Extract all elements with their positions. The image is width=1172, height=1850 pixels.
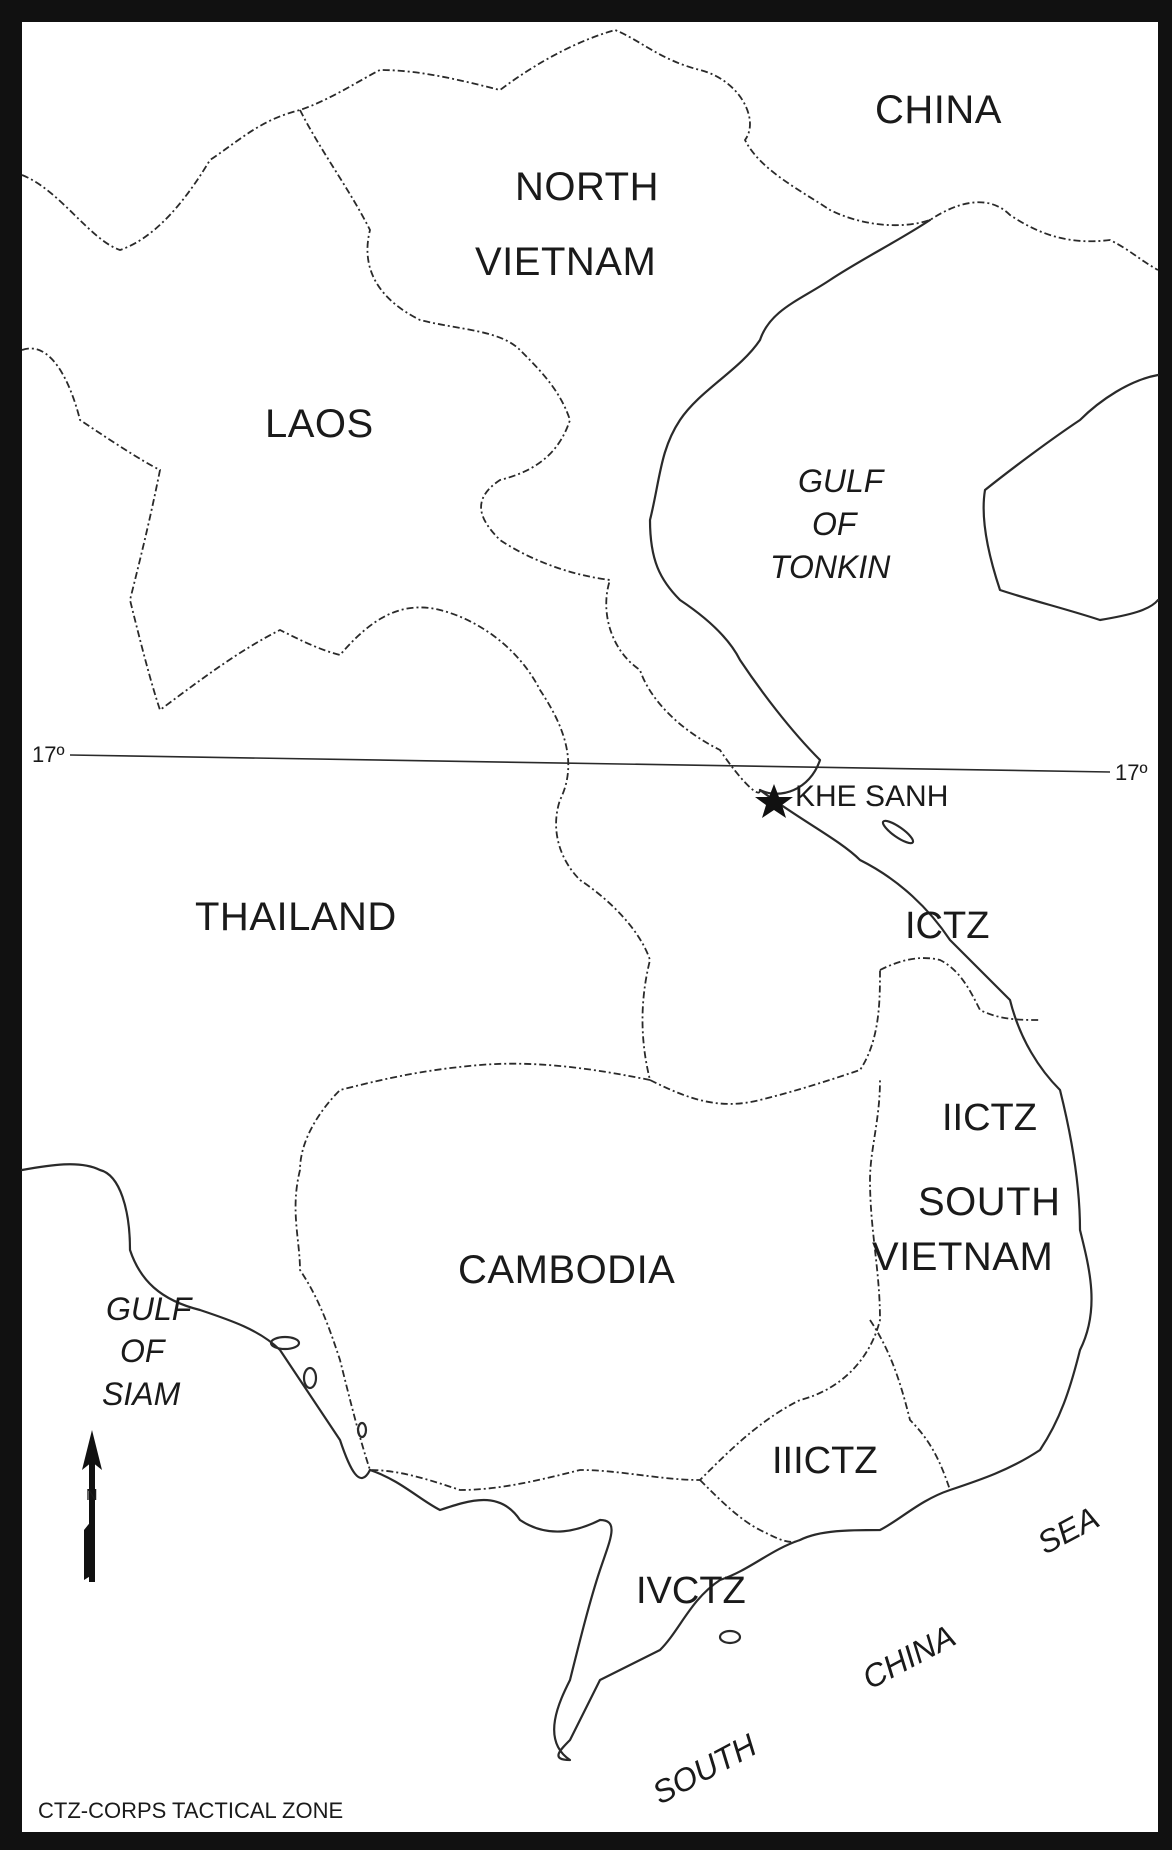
zone-divider-i-ii [879, 957, 1041, 1021]
south-vietnam-label-2: VIETNAM [872, 1235, 1053, 1279]
china-label: CHINA [875, 88, 1002, 132]
north-vietnam-label-1: NORTH [515, 165, 659, 209]
laos-cambodia-border [649, 969, 881, 1105]
zone-divider-ii-iii [869, 1319, 951, 1491]
thailand-label: THAILAND [195, 895, 397, 939]
hainan-island [982, 373, 1160, 622]
island-4 [881, 819, 915, 845]
gulf-of-siam-label-2: OF [120, 1333, 167, 1369]
gulf-of-tonkin-label-3: TONKIN [770, 549, 891, 585]
island-3 [356, 1421, 368, 1439]
gulf-of-tonkin-label-1: GULF [798, 463, 886, 499]
gulf-of-siam-label-1: GULF [106, 1291, 194, 1327]
island-5 [718, 1629, 742, 1645]
parallel-label-left: 17º [32, 742, 65, 767]
thailand-coast [20, 1163, 372, 1479]
north-vietnam-label-2: VIETNAM [475, 240, 656, 284]
north-arrow-icon [82, 1430, 102, 1582]
legend-ctz: CTZ-CORPS TACTICAL ZONE [38, 1798, 343, 1823]
island-1 [269, 1335, 301, 1351]
laos-label: LAOS [265, 402, 374, 446]
boundaries [20, 29, 1160, 1762]
north-arrow-label: N [86, 1487, 98, 1504]
south-vietnam-coast [553, 788, 1093, 1762]
china-border [21, 29, 1159, 271]
seventeenth-parallel-line [69, 754, 1111, 773]
cambodia-label: CAMBODIA [458, 1248, 675, 1292]
cambodia-coast [368, 1468, 602, 1533]
zone-ivctz-label: IVCTZ [636, 1570, 746, 1612]
south-vietnam-label-1: SOUTH [918, 1180, 1061, 1224]
zone-divider-iii-iv [699, 1479, 801, 1543]
island-2 [302, 1366, 318, 1390]
map-canvas [22, 22, 1158, 1832]
zone-ictz-label: ICTZ [905, 905, 989, 947]
parallel-label-right: 17º [1115, 760, 1148, 785]
zone-iictz-label: IICTZ [942, 1097, 1037, 1139]
gulf-of-siam-label-3: SIAM [102, 1376, 181, 1412]
laos-thailand-border [21, 347, 651, 1081]
khe-sanh-star-icon [755, 784, 793, 818]
north-vietnam-coast [648, 218, 932, 795]
laos-vietnam-border [299, 109, 761, 794]
zone-iiictz-label: IIICTZ [772, 1440, 878, 1482]
gulf-of-tonkin-label-2: OF [812, 506, 859, 542]
khe-sanh-label: KHE SANH [795, 780, 948, 813]
